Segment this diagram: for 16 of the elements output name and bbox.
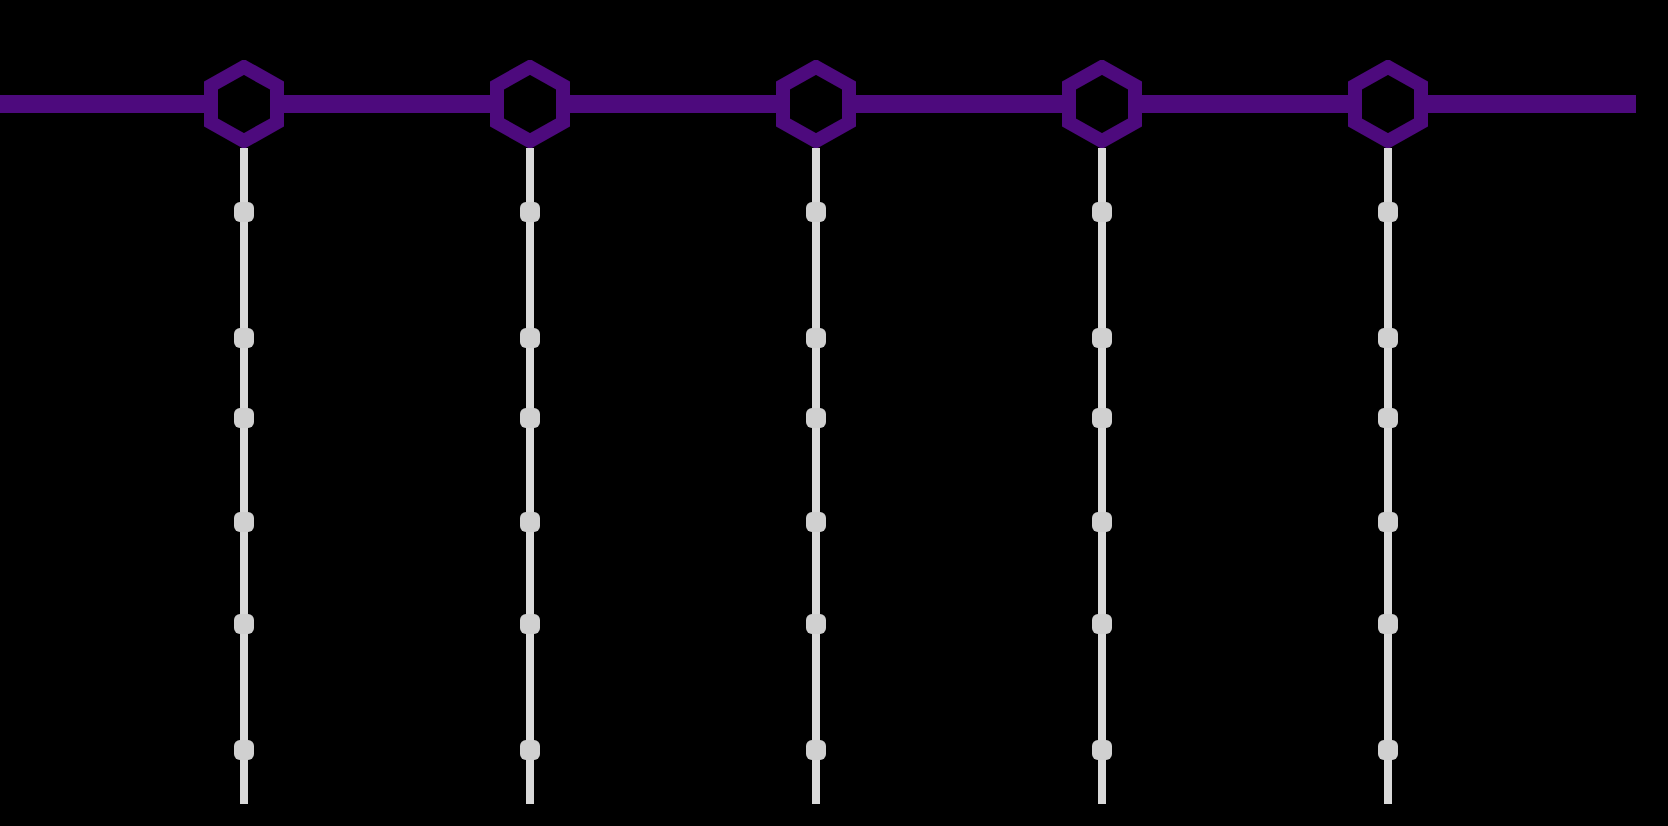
connector-line	[284, 95, 490, 113]
hexagon-marker	[204, 60, 284, 148]
hexagon-marker	[776, 60, 856, 148]
connector-line	[856, 95, 1062, 113]
connector-line	[812, 148, 820, 804]
connector-line	[1384, 148, 1392, 804]
connector-line	[1142, 95, 1348, 113]
hexagon-marker	[1348, 60, 1428, 148]
connector-line	[0, 95, 204, 113]
connector-line	[570, 95, 776, 113]
connector-line	[526, 148, 534, 804]
hexagon-marker	[490, 60, 570, 148]
hexagon-marker	[1062, 60, 1142, 148]
connector-line	[1428, 95, 1636, 113]
connector-line	[1098, 148, 1106, 804]
connector-line	[240, 148, 248, 804]
